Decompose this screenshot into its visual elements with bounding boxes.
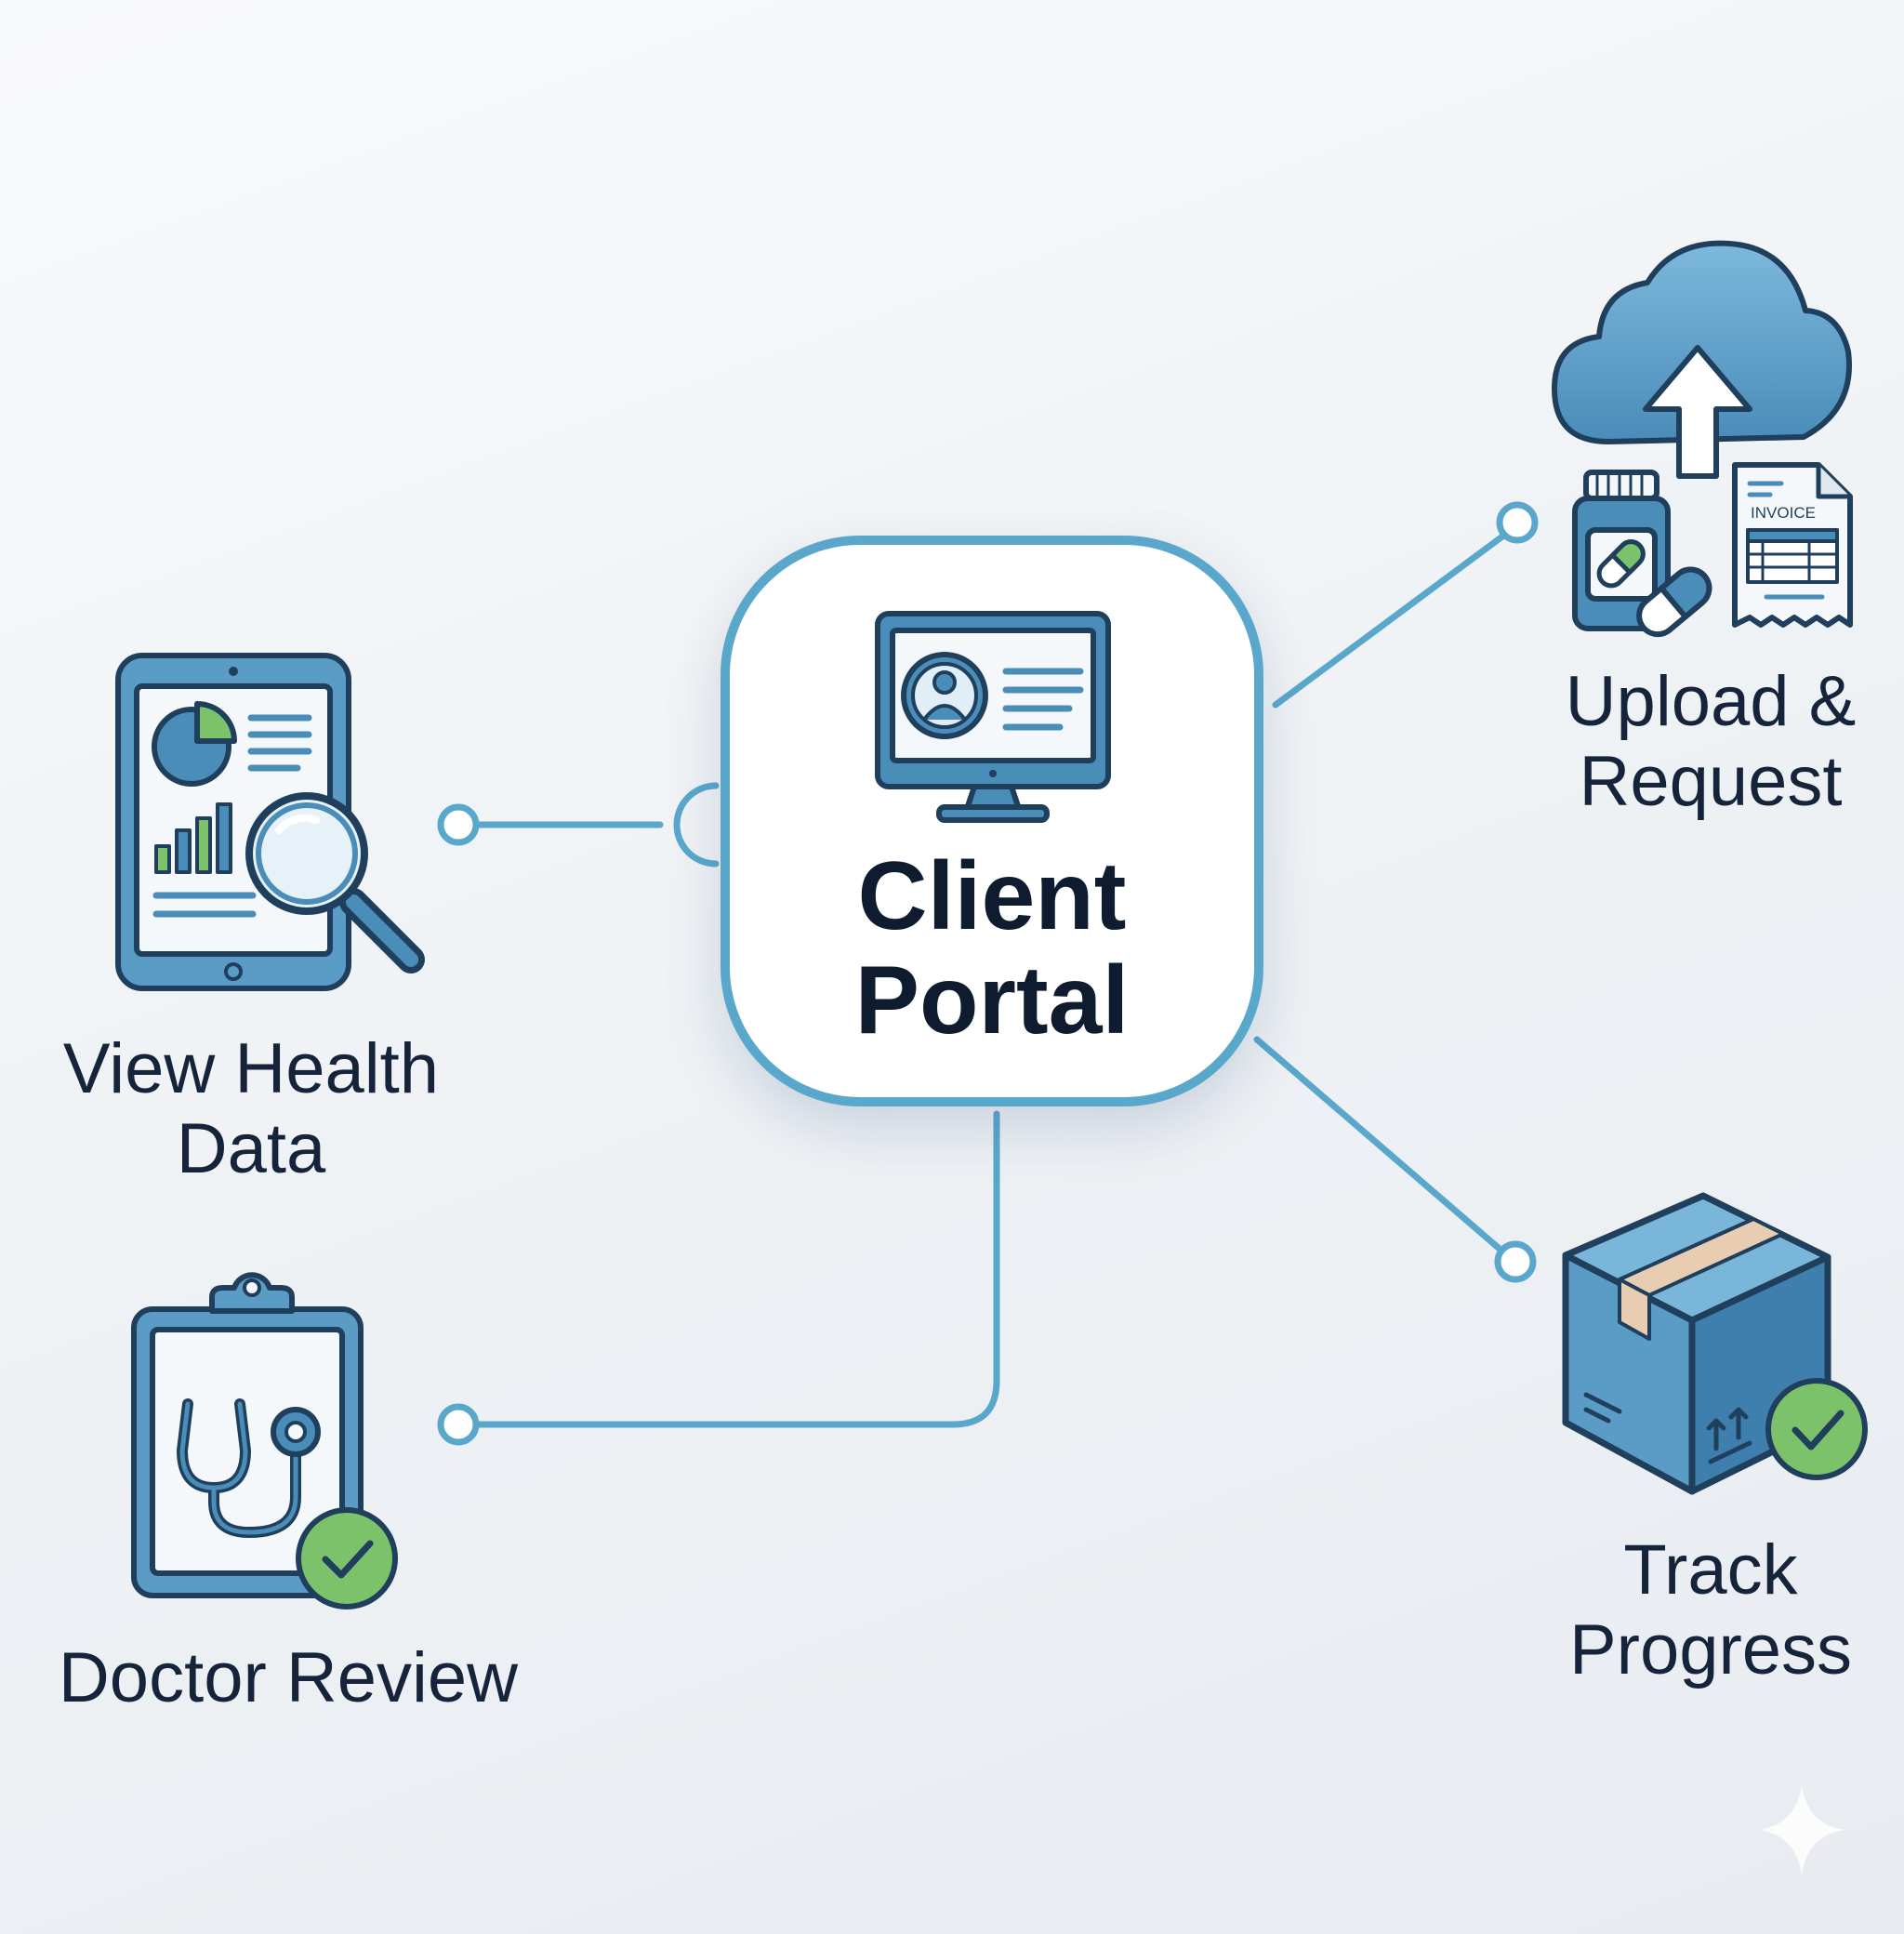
hub-title-line1: Client bbox=[857, 842, 1127, 950]
upload-request-line1: Upload & bbox=[1565, 662, 1857, 741]
view-health-line1: View Health bbox=[62, 1029, 440, 1108]
upload-request-line2: Request bbox=[1579, 742, 1843, 821]
cloud-upload-pills-invoice-icon bbox=[1552, 240, 1853, 638]
doctor-review-line1: Doctor Review bbox=[58, 1638, 519, 1717]
clipboard-stethoscope-check-icon bbox=[131, 1272, 398, 1609]
hub-title: Client Portal bbox=[721, 844, 1263, 1053]
view-health-line2: Data bbox=[176, 1109, 326, 1188]
connector-upload-request bbox=[1272, 501, 1539, 709]
label-view-health-data: View Health Data bbox=[37, 1029, 465, 1189]
connector-doctor-review bbox=[437, 1110, 1000, 1446]
invoice-text: INVOICE bbox=[1751, 504, 1816, 522]
label-track-progress: Track Progress bbox=[1534, 1530, 1887, 1690]
tablet-report-magnifier-icon bbox=[115, 653, 425, 991]
package-check-icon bbox=[1562, 1192, 1868, 1495]
monitor-user-icon bbox=[875, 611, 1111, 823]
connector-view-health bbox=[437, 782, 720, 868]
label-doctor-review: Doctor Review bbox=[37, 1638, 539, 1718]
track-progress-line2: Progress bbox=[1568, 1610, 1853, 1689]
hub-title-line2: Portal bbox=[854, 947, 1130, 1054]
label-upload-request: Upload & Request bbox=[1534, 662, 1887, 822]
connectors bbox=[437, 501, 1539, 1446]
track-progress-line1: Track bbox=[1623, 1530, 1798, 1609]
connector-track-progress bbox=[1253, 1036, 1537, 1283]
sparkle-icon bbox=[1759, 1785, 1844, 1874]
